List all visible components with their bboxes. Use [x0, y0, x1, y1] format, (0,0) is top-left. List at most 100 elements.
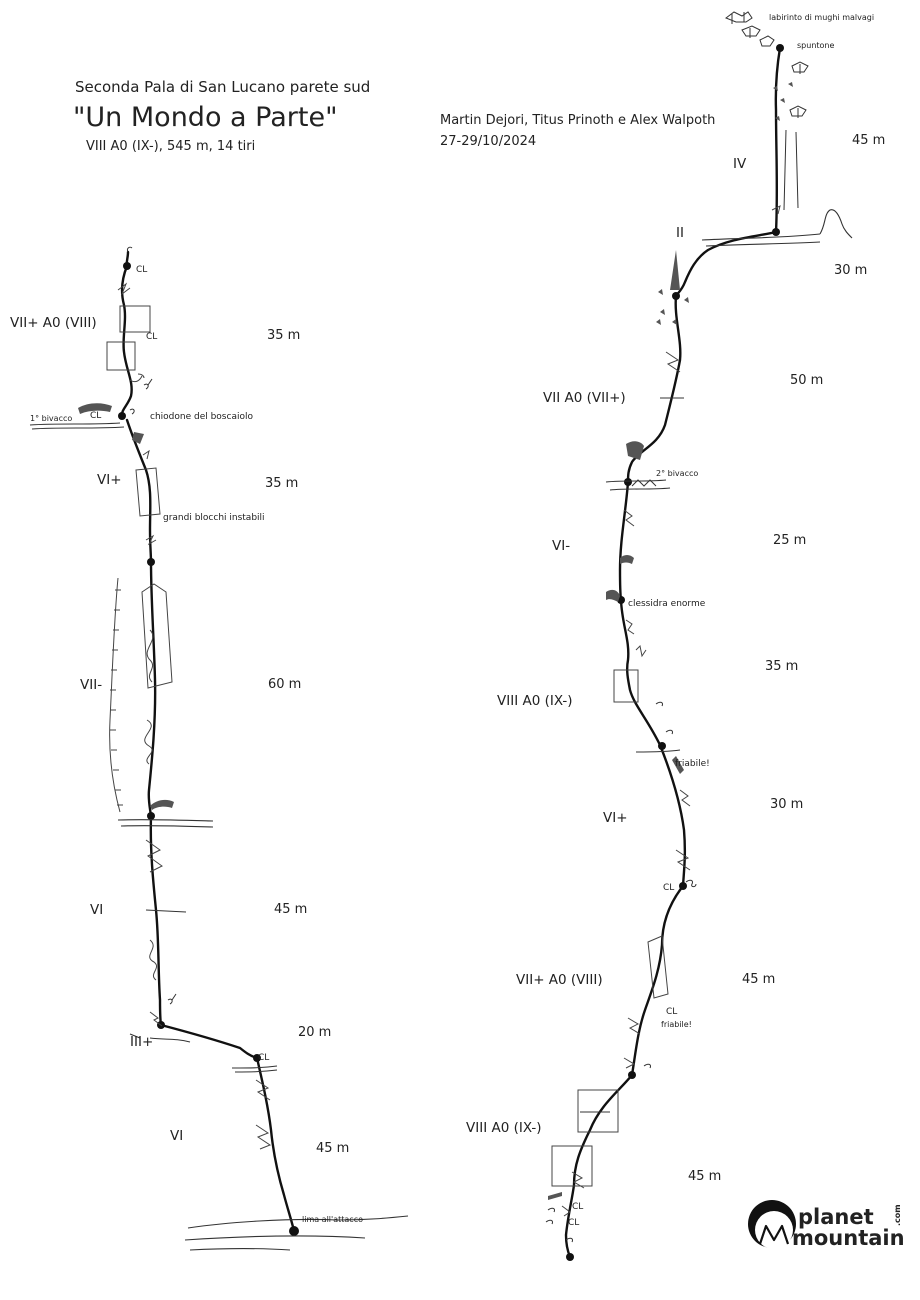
- right-label-cl: CL: [568, 1218, 579, 1228]
- logo-text-mountain: mountain: [792, 1226, 905, 1250]
- crack-mark: [561, 1205, 571, 1217]
- right-label-friabile: friabile!: [675, 759, 710, 769]
- right-length-7: 45 m: [742, 972, 775, 987]
- crack-mark: [571, 1171, 585, 1189]
- right-column: IV II VII A0 (VII+) VI- VIII A0 (IX-) VI…: [466, 11, 885, 1261]
- header-dates: 27-29/10/2024: [440, 134, 536, 149]
- right-grade-6: VI+: [603, 810, 628, 826]
- right-label-labirinto: labirinto di mughi malvagi: [769, 13, 874, 22]
- crack-mark: [623, 509, 635, 527]
- rock-outline: [819, 209, 853, 239]
- crack-mark: [623, 1057, 636, 1069]
- crack-mark: [149, 939, 158, 981]
- crack-mark: [255, 1079, 271, 1101]
- belay-dot: [566, 1253, 574, 1261]
- left-route-line: [120, 250, 296, 1233]
- belay-dot: [628, 1071, 636, 1079]
- crack-mark: [145, 534, 157, 546]
- right-grade-5: VIII A0 (IX-): [497, 693, 573, 709]
- left-length-3: 60 m: [268, 677, 301, 692]
- crux-box: [106, 341, 136, 371]
- belay-dot: [776, 44, 784, 52]
- belay-dot: [147, 812, 155, 820]
- chimney-outline: [647, 935, 669, 999]
- left-length-6: 45 m: [316, 1141, 349, 1156]
- belay-dot: [253, 1054, 261, 1062]
- right-length-4: 25 m: [773, 533, 806, 548]
- left-length-5: 20 m: [298, 1025, 331, 1040]
- left-label-bivacco: 1° bivacco: [30, 414, 72, 423]
- right-label-friabile: friabile!: [661, 1020, 692, 1029]
- piton-mark: [655, 701, 663, 707]
- right-grade-4: VI-: [552, 538, 570, 554]
- belay-dot: [147, 558, 155, 566]
- ledge: [231, 1065, 278, 1073]
- left-label-cl: CL: [90, 411, 101, 421]
- crack-mark: [142, 449, 150, 460]
- right-grade-1: IV: [733, 156, 747, 172]
- logo-mountain-icon: [758, 1224, 790, 1245]
- bivacco-mark: [631, 479, 657, 487]
- piton-mark: [129, 408, 135, 415]
- left-grade-5: III+: [130, 1034, 153, 1050]
- left-length-1: 35 m: [267, 328, 300, 343]
- crux-box: [551, 1145, 593, 1187]
- chimney-outline: [141, 583, 173, 689]
- header-authors: Martin Dejori, Titus Prinoth e Alex Walp…: [440, 113, 715, 128]
- left-label-cl: CL: [146, 332, 157, 342]
- belay-dot: [672, 292, 680, 300]
- roof-hatch: [78, 403, 112, 414]
- left-column: VII+ A0 (VIII) VI+ VII- VI III+ VI 35 m …: [10, 246, 409, 1251]
- right-grade-7: VII+ A0 (VIII): [516, 972, 603, 988]
- dihedral-outline: [135, 467, 161, 517]
- belay-dot: [624, 478, 632, 486]
- roof-hatch: [606, 589, 620, 602]
- gully-line: [783, 129, 799, 211]
- planetmountain-logo: planet mountain .com: [748, 1200, 905, 1250]
- left-length-2: 35 m: [265, 476, 298, 491]
- piton-mark: [545, 1207, 573, 1243]
- right-length-8: 45 m: [688, 1169, 721, 1184]
- ground-ledge: [184, 1215, 409, 1251]
- roof-hatch: [672, 756, 684, 774]
- right-label-spuntone: spuntone: [797, 41, 834, 50]
- roof-hatch: [548, 1192, 562, 1200]
- left-grade-6: VI: [170, 1128, 183, 1144]
- belay-dot: [123, 262, 131, 270]
- arete-line: [109, 577, 121, 813]
- piton-mark: [685, 879, 697, 888]
- crack-mark: [627, 1017, 641, 1035]
- left-grade-3: VII-: [80, 677, 102, 693]
- crack-mark: [146, 629, 154, 683]
- crux-box: [613, 669, 639, 703]
- ledge: [145, 909, 187, 913]
- right-label-clessidra: clessidra enorme: [628, 599, 706, 609]
- ledge: [29, 422, 125, 430]
- arete-ticks: [110, 589, 123, 806]
- bush-mark: [656, 289, 689, 325]
- pine-bush-icons: [724, 11, 809, 121]
- crack-mark: [675, 849, 691, 871]
- crack-mark: [679, 789, 691, 807]
- crack-mark: [129, 373, 145, 383]
- belay-dot: [289, 1226, 299, 1236]
- right-length-5: 35 m: [765, 659, 798, 674]
- right-grade-3: VII A0 (VII+): [543, 390, 626, 406]
- bush-mark: [670, 250, 680, 290]
- right-label-bivacco: 2° bivacco: [656, 469, 698, 478]
- piton-mark: [665, 729, 673, 735]
- right-length-3: 50 m: [790, 373, 823, 388]
- left-length-4: 45 m: [274, 902, 307, 917]
- ledge: [605, 479, 671, 491]
- left-label-chiodone: chiodone del boscaiolo: [150, 412, 253, 422]
- ledge: [117, 819, 214, 828]
- roof-hatch: [626, 441, 644, 460]
- crack-mark: [625, 619, 635, 635]
- crack-mark: [665, 351, 681, 373]
- right-length-2: 30 m: [834, 263, 867, 278]
- crack-mark: [255, 1124, 272, 1150]
- crack-mark: [635, 644, 647, 658]
- belay-dot: [118, 412, 126, 420]
- crack-mark: [149, 1011, 163, 1027]
